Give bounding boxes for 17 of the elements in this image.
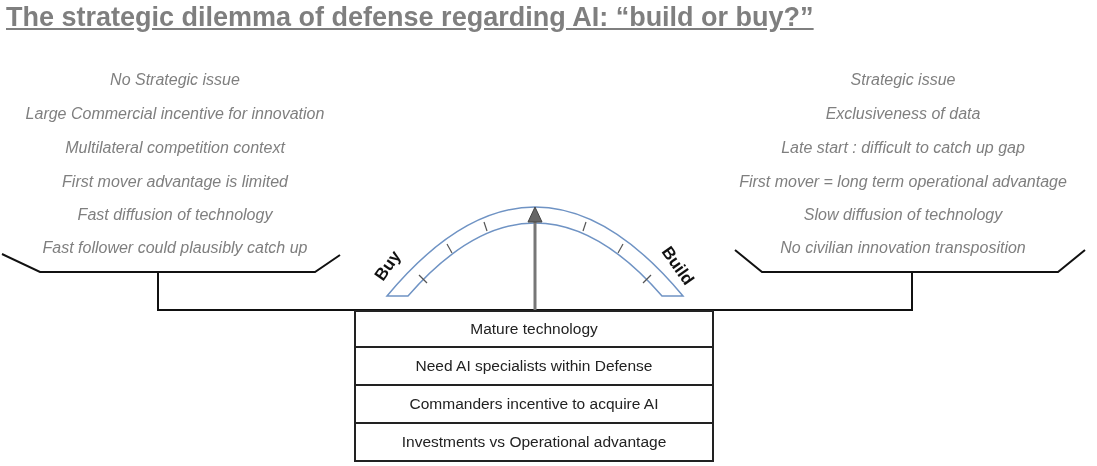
- table-row: Need AI specialists within Defense: [354, 348, 714, 386]
- table-row: Investments vs Operational advantage: [354, 424, 714, 462]
- criterion-text: First mover advantage is limited: [62, 173, 288, 191]
- criterion-text: Large Commercial incentive for innovation: [25, 105, 325, 123]
- criterion-text: Fast follower could plausibly catch up: [42, 239, 308, 257]
- criterion-text: Fast diffusion of technology: [77, 206, 273, 224]
- criterion-text: Late start : difficult to catch up gap: [781, 139, 1025, 157]
- criterion-text: No Strategic issue: [110, 71, 240, 89]
- criterion-text: Strategic issue: [850, 71, 956, 89]
- table-row: Commanders incentive to acquire AI: [354, 386, 714, 424]
- criterion-text: Exclusiveness of data: [825, 105, 981, 123]
- criterion-text: Slow diffusion of technology: [803, 206, 1003, 224]
- table-row: Mature technology: [354, 310, 714, 348]
- criterion-text: No civilian innovation transposition: [780, 239, 1026, 257]
- criterion-text: First mover = long term operational advantage: [739, 173, 1067, 191]
- title: The strategic dilemma of defense regarding AI: “build or buy?”: [6, 2, 814, 33]
- criterion-text: Multilateral competition context: [65, 139, 285, 157]
